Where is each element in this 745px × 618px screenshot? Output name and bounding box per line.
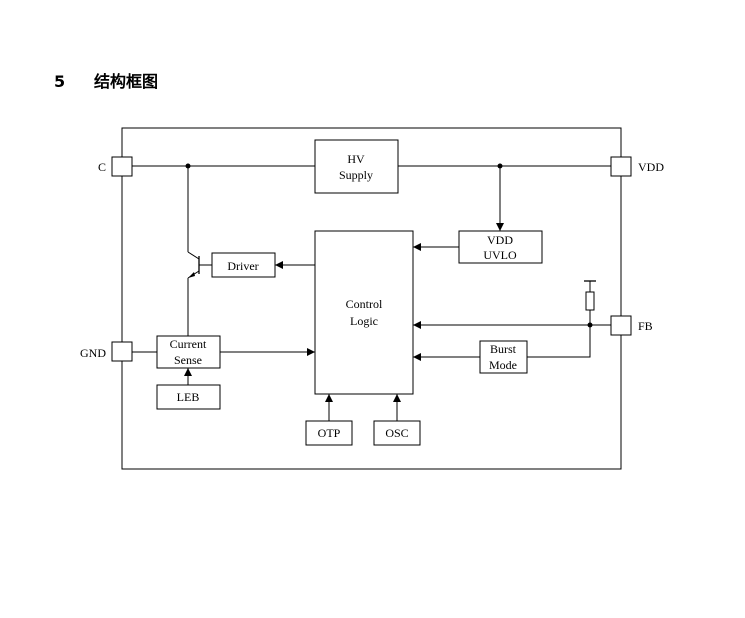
pin-vdd-label: VDD [638,160,664,174]
transistor-collector [187,251,200,260]
hv-supply-label-1: HV [347,152,365,166]
transistor-emitter-arrow [188,272,195,278]
fb-pullup-resistor [585,291,595,311]
hv-supply-label-2: Supply [339,168,373,182]
pin-fb-label: FB [638,319,653,333]
section-number: 5 [54,72,66,91]
current-sense-label-2: Sense [174,353,202,367]
pin-gnd-label: GND [80,346,106,360]
leb-block [156,384,221,410]
vdd-uvlo-label-1: VDD [487,233,513,247]
otp-label: OTP [318,426,341,440]
hv-supply-block [314,139,399,194]
driver-label: Driver [227,259,258,273]
pin-fb [610,315,632,336]
burst-mode-label-2: Mode [489,358,517,372]
osc-label: OSC [385,426,408,440]
vdd-uvlo-block [458,230,543,264]
leb-label: LEB [177,390,200,404]
control-logic-label-2: Logic [350,314,378,328]
section-heading: 5 结构框图 [54,68,158,92]
control-logic-label-1: Control [346,297,383,311]
burst-mode-block [479,340,528,374]
pin-c-label: C [98,160,106,174]
osc-block [373,420,421,446]
vdd-uvlo-label-2: UVLO [483,248,517,262]
section-title: 结构框图 [94,72,159,91]
wire-fb-burst [527,325,591,358]
pin-c [111,156,133,177]
pin-vdd [610,156,632,177]
chip-outline [121,127,622,470]
otp-block [305,420,353,446]
control-logic-block [314,230,414,395]
pin-gnd [111,341,133,362]
burst-mode-label-1: Burst [490,342,517,356]
current-sense-label-1: Current [170,337,207,351]
